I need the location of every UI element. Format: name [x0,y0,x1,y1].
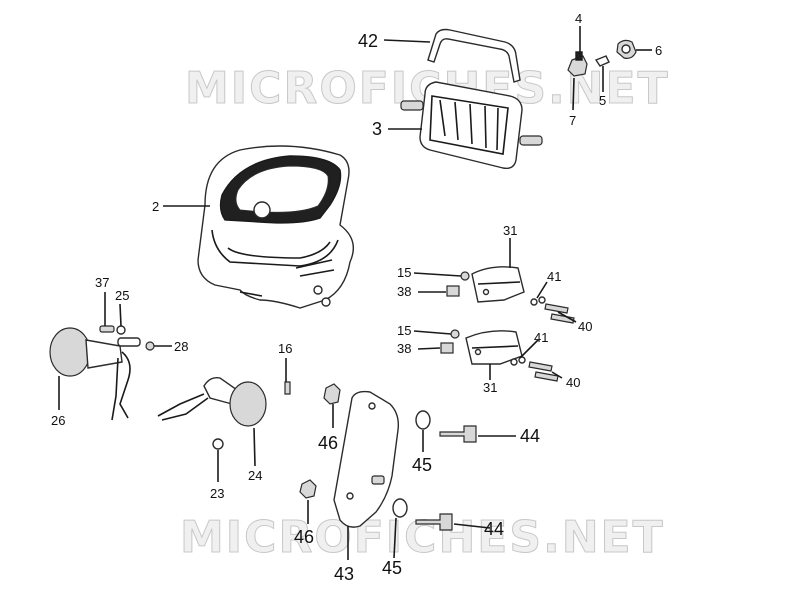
label-31-upper: 31 [503,223,517,238]
part-45-washer-upper [415,410,431,430]
part-44-bolt-upper [439,425,477,443]
label-15-upper: 15 [397,265,411,280]
label-7: 7 [569,113,576,128]
part-40-41-bolts-upper [530,296,575,324]
label-28: 28 [174,339,188,354]
part-43-plate [333,390,400,528]
part-6-bulb-holder [616,39,637,59]
part-25-washer [116,325,126,335]
label-38-lower: 38 [397,341,411,356]
part-38-clip-lower [440,342,454,354]
part-15-nut-lower [450,329,460,339]
label-45-upper: 45 [412,455,432,475]
part-16-bolt [284,381,291,395]
part-5-clip [594,55,610,67]
label-37: 37 [95,275,109,290]
part-3-headlight [400,81,543,170]
part-38-clip-upper [446,285,460,297]
label-16: 16 [278,341,292,356]
part-31-clamp-upper [471,266,525,303]
part-23-bulb [212,438,224,450]
part-24-indicator-right [157,376,267,427]
label-5: 5 [599,93,606,108]
part-15-nut-upper [460,271,470,281]
part-46-nut-lower [299,479,317,499]
label-2: 2 [152,199,159,214]
label-24: 24 [248,468,262,483]
part-28-nut [145,341,155,351]
part-46-nut-upper [323,383,341,405]
label-38-upper: 38 [397,284,411,299]
part-26-indicator-left [49,327,141,421]
part-44-bolt-lower [415,513,453,531]
label-46-upper: 46 [318,433,338,453]
label-15-lower: 15 [397,323,411,338]
part-37-screw [99,325,115,333]
leader-lines [58,26,652,560]
label-42: 42 [358,31,378,51]
label-43: 43 [334,564,354,584]
label-6: 6 [655,43,662,58]
label-3: 3 [372,119,382,139]
part-2-cowl [197,145,354,309]
label-46-lower: 46 [294,527,314,547]
label-23: 23 [210,486,224,501]
label-31-lower: 31 [483,380,497,395]
part-31-clamp-lower [465,330,523,365]
part-42-bar [427,28,521,83]
part-4-7-bracket [567,51,588,77]
label-45-lower: 45 [382,558,402,578]
part-labels: 42 3 2 4 5 6 7 15 38 15 38 31 31 41 41 4… [51,11,662,584]
label-41-upper: 41 [547,269,561,284]
label-44-upper: 44 [520,426,540,446]
label-41-lower: 41 [534,330,548,345]
label-44-lower: 44 [484,519,504,539]
part-40-41-bolts-lower [510,356,559,382]
part-45-washer-lower [392,498,408,518]
label-25: 25 [115,288,129,303]
label-40-lower: 40 [566,375,580,390]
label-4: 4 [575,11,582,26]
label-26: 26 [51,413,65,428]
label-40-upper: 40 [578,319,592,334]
